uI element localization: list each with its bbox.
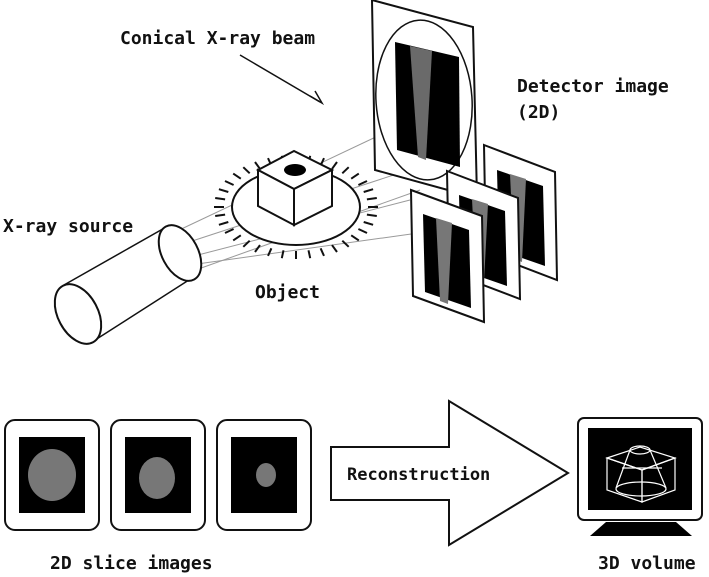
turntable-tick — [350, 234, 360, 242]
monitor-3d-volume — [577, 417, 703, 536]
volume-label: 3D volume — [598, 553, 696, 574]
turntable-tick — [218, 221, 229, 226]
turntable-tick — [242, 166, 251, 175]
turntable-tick — [331, 161, 338, 170]
turntable-tick — [341, 239, 350, 248]
detector-panel-main — [370, 0, 479, 200]
turntable-tick — [254, 244, 261, 253]
turntable-tick — [232, 234, 242, 242]
wireframe-volume — [605, 445, 677, 503]
turntable-tick — [267, 247, 273, 257]
turntable-tick — [280, 250, 285, 259]
turntable-tick — [341, 166, 350, 175]
turntable-tick — [215, 213, 226, 217]
source-label: X-ray source — [3, 216, 133, 237]
object-cube — [255, 149, 335, 227]
slice-image-3 — [216, 419, 312, 531]
turntable-tick — [254, 161, 261, 170]
detector-panel-front — [409, 188, 486, 324]
turntable-tick — [363, 188, 374, 193]
slice-image-2 — [110, 419, 206, 531]
turntable-tick — [224, 228, 235, 234]
beam-label: Conical X-ray beam — [120, 28, 315, 49]
turntable-tick — [218, 188, 229, 193]
reconstruction-label: Reconstruction — [347, 465, 490, 485]
xray-source-cylinder — [53, 224, 203, 345]
object-hole — [284, 164, 306, 176]
slices-label: 2D slice images — [50, 553, 213, 574]
object-label: Object — [255, 282, 320, 303]
reconstruction-arrow — [330, 399, 570, 547]
turntable-tick — [242, 239, 251, 248]
turntable-ticks — [214, 155, 378, 259]
turntable-tick — [307, 250, 312, 259]
turntable-tick — [215, 197, 226, 201]
detector-label-line1: Detector image — [517, 76, 669, 97]
turntable-tick — [357, 228, 368, 234]
slice-image-1 — [4, 419, 100, 531]
turntable-tick — [331, 244, 338, 253]
turntable-tick — [357, 180, 368, 186]
turntable-tick — [366, 213, 377, 217]
turntable-tick — [366, 197, 377, 201]
monitor-stand — [590, 522, 692, 536]
turntable-tick — [224, 180, 235, 186]
detector-label-line2: (2D) — [517, 102, 560, 123]
turntable-tick — [319, 247, 325, 257]
turntable-tick — [350, 172, 360, 180]
beam-pointer-arrow — [239, 54, 325, 106]
turntable-tick — [232, 172, 242, 180]
turntable-tick — [363, 221, 374, 226]
